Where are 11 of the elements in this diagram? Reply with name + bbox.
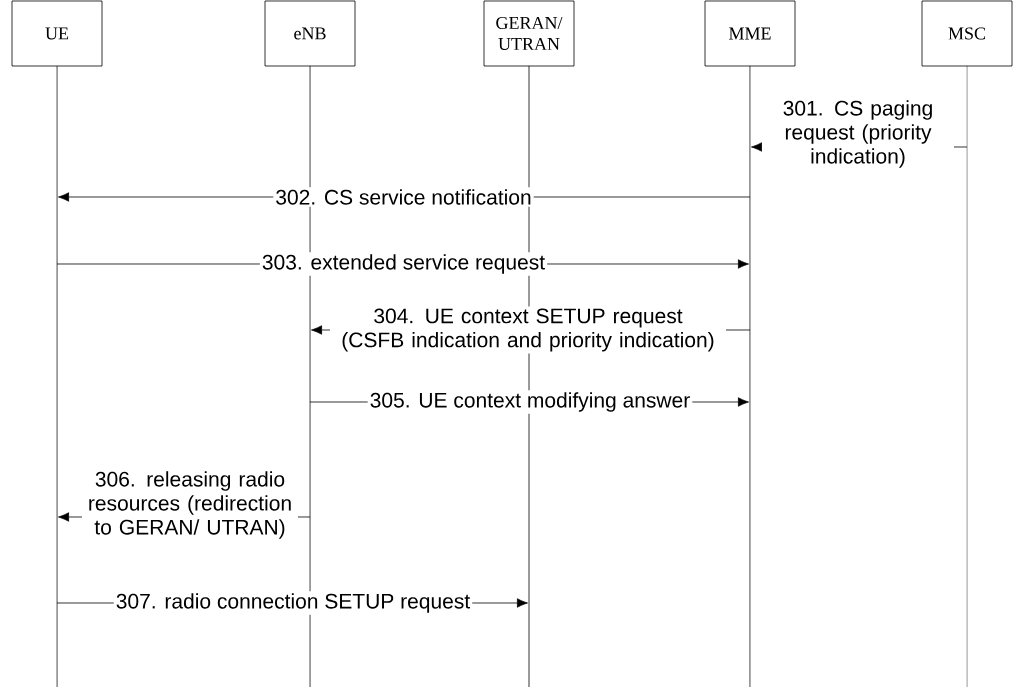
edge-label: 303. extended service request <box>259 252 548 276</box>
participant-box: GERAN/ UTRAN <box>483 0 575 67</box>
participant-box: UE <box>11 0 103 67</box>
participant-box: MSC <box>921 0 1013 67</box>
edge-label: 307. radio connection SETUP request <box>113 591 473 615</box>
edge-label: 301. CS paging request (priority indication) <box>762 98 954 170</box>
participant-box: eNB <box>264 0 356 67</box>
edge-label: 302. CS service notification <box>273 187 534 207</box>
edge-label: 306. releasing radio resources (redirection to GERAN/ UTRAN) <box>82 469 298 541</box>
edge-label: 305. UE context modifying answer <box>367 390 693 414</box>
participant-box: MME <box>704 0 796 67</box>
